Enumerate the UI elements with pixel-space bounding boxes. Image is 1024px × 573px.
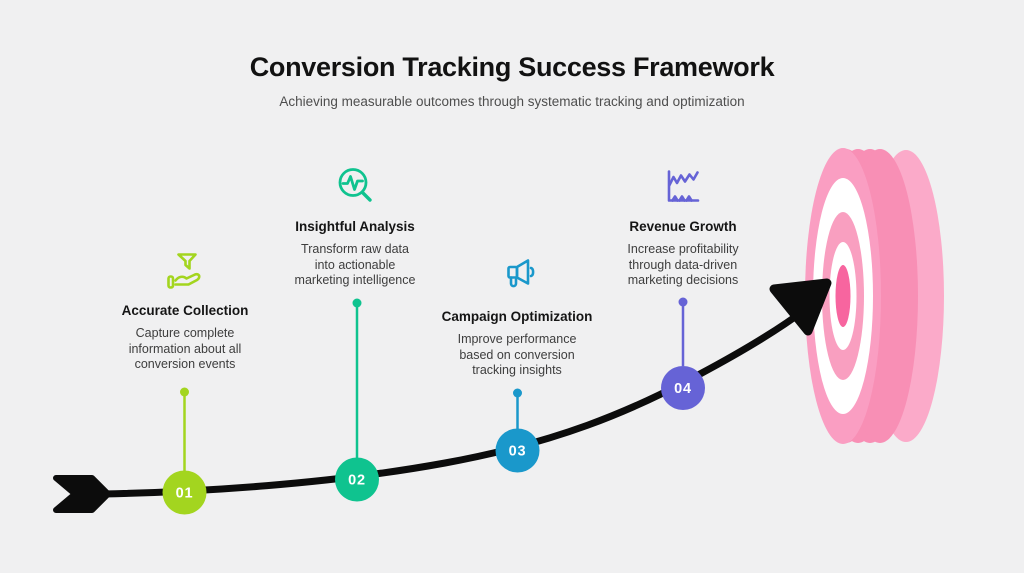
step-title: Revenue Growth	[629, 219, 737, 234]
milestone-number-02: 02	[348, 473, 366, 489]
milestone-number-01: 01	[176, 486, 194, 502]
step-insightful-analysis: Insightful Analysis Transform raw data i…	[265, 164, 445, 289]
arrowhead	[769, 278, 832, 336]
connector-dot-03	[513, 388, 522, 398]
milestone-circle-02	[335, 457, 379, 502]
arrow-curve	[99, 305, 810, 498]
megaphone-icon	[427, 254, 607, 300]
step-description: Capture complete information about all c…	[128, 326, 242, 371]
step-title: Campaign Optimization	[441, 309, 593, 324]
header: Conversion Tracking Success Framework Ac…	[0, 50, 1024, 110]
step-description: Improve performance based on conversion …	[457, 332, 577, 377]
step-connectors	[180, 297, 688, 471]
milestone-number-04: 04	[674, 381, 692, 397]
page-title: Conversion Tracking Success Framework	[249, 52, 775, 82]
milestone-circles: 01 02 03 04	[162, 366, 705, 515]
step-revenue-growth: Revenue Growth Increase profitability th…	[593, 164, 773, 289]
step-description: Increase profitability through data-driv…	[627, 242, 739, 287]
milestone-circle-01	[162, 470, 207, 515]
milestone-circle-03	[495, 428, 540, 473]
growth-chart-icon	[593, 164, 773, 210]
hand-holding-funnel-icon	[95, 248, 275, 294]
step-title: Accurate Collection	[121, 303, 249, 318]
connector-dot-01	[180, 387, 189, 397]
step-campaign-optimization: Campaign Optimization Improve performanc…	[427, 254, 607, 379]
connector-dot-04	[678, 297, 688, 307]
step-title: Insightful Analysis	[295, 219, 415, 234]
milestone-number-03: 03	[509, 444, 527, 460]
connector-dot-02	[352, 298, 362, 308]
magnifier-pulse-icon	[265, 164, 445, 210]
page-subtitle: Achieving measurable outcomes through sy…	[279, 94, 745, 109]
bullseye-target	[805, 148, 944, 444]
step-description: Transform raw data into actionable marke…	[294, 242, 416, 287]
step-accurate-collection: Accurate Collection Capture complete inf…	[95, 248, 275, 373]
milestone-circle-04	[661, 366, 705, 410]
arrow-fletching	[53, 475, 111, 513]
